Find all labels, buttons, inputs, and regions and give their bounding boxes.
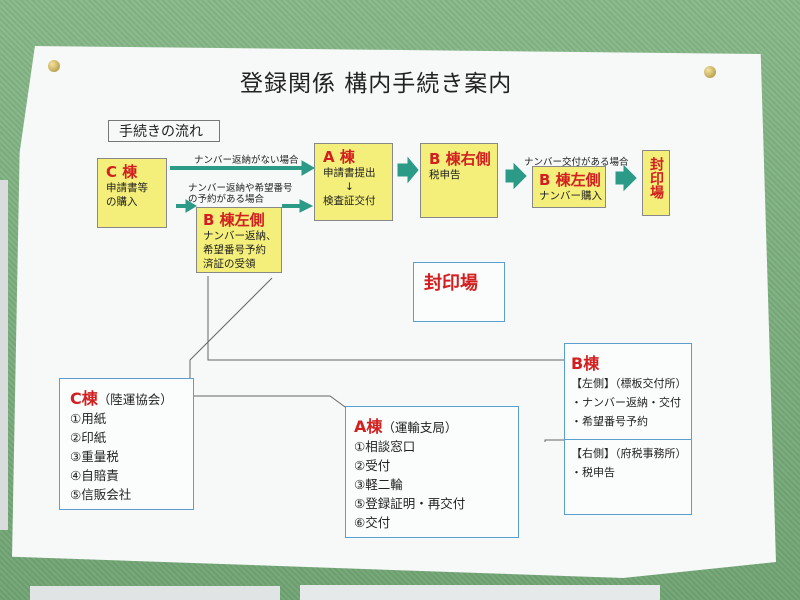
b-building-section-head: 【右側】（府税事務所） xyxy=(571,447,687,460)
arrow-label: ナンバー返納がない場合 xyxy=(194,155,299,166)
a-building-item: ⑤登録証明・再交付 xyxy=(354,496,466,511)
arrow-label-line: の予約がある場合 xyxy=(188,194,265,205)
connector-line xyxy=(189,277,273,390)
flow-section-label: 手続きの流れ xyxy=(108,120,220,142)
arrow-icon xyxy=(615,164,637,192)
thumbtack-icon xyxy=(704,66,716,78)
flow-box-line: ↓ xyxy=(345,181,354,193)
connector-line xyxy=(207,276,565,361)
a-building-item: ②受付 xyxy=(354,458,391,473)
b-building-title: B棟 xyxy=(571,354,600,373)
flow-box-b-right: B 棟右側 税申告 xyxy=(420,143,498,218)
flow-box-line: ナンバー返納、 xyxy=(203,230,277,242)
b-building-section-head: 【左側】（標板交付所） xyxy=(571,377,687,390)
seal-area-label: 封印場 xyxy=(424,273,478,294)
page-title: 登録関係 構内手続き案内 xyxy=(240,71,513,97)
arrow-icon xyxy=(301,160,315,176)
flow-box-title: C 棟 xyxy=(106,163,138,181)
flow-box-c: C 棟 申請書等 の購入 xyxy=(97,158,167,228)
c-building-subtitle: （陸運協会） xyxy=(97,392,173,407)
c-building-item: ⑤信販会社 xyxy=(70,487,132,502)
arrow-icon xyxy=(505,162,527,190)
arrow-label-line: ナンバー返納や希望番号 xyxy=(188,183,293,194)
flow-box-a: A 棟 申請書提出 ↓ 検査証交付 xyxy=(314,143,393,221)
a-building-subtitle: （運輸支局） xyxy=(382,420,458,435)
c-building-item: ④自賠責 xyxy=(70,468,119,483)
c-building-item: ①用紙 xyxy=(70,411,107,426)
arrow-label: ナンバー交付がある場合 xyxy=(524,157,629,168)
a-building-item: ⑥交付 xyxy=(354,515,391,530)
b-building-box: B棟 【左側】（標板交付所） ・ナンバー返納・交付 ・希望番号予約 【右側】（府… xyxy=(564,343,692,515)
flow-box-line: の購入 xyxy=(106,196,138,208)
a-building-item: ③軽二輪 xyxy=(354,477,403,492)
c-building-item: ③重量税 xyxy=(70,449,119,464)
flow-box-title: 封印場 xyxy=(648,157,664,199)
arrow-icon xyxy=(397,156,419,184)
arrow-icon xyxy=(299,199,314,213)
b-building-divider xyxy=(565,439,691,440)
flow-box-line: ナンバー購入 xyxy=(539,190,602,202)
thumbtack-icon xyxy=(48,60,60,72)
neighbor-sheet-left xyxy=(0,180,8,530)
c-building-item: ②印紙 xyxy=(70,430,107,445)
flow-box-title: A 棟 xyxy=(323,148,355,166)
connector-line xyxy=(544,439,570,442)
c-building-box: C棟（陸運協会） ①用紙 ②印紙 ③重量税 ④自賠責 ⑤信販会社 xyxy=(59,378,194,510)
arrow-icon xyxy=(185,199,197,213)
b-building-item: ・希望番号予約 xyxy=(571,415,648,428)
a-building-box: A棟（運輸支局） ①相談窓口 ②受付 ③軽二輪 ⑤登録証明・再交付 ⑥交付 xyxy=(345,406,519,538)
flow-box-b-left-2: B 棟左側 ナンバー購入 xyxy=(532,166,606,208)
flow-box-title: B 棟左側 xyxy=(539,171,601,189)
a-building-item: ①相談窓口 xyxy=(354,439,416,454)
flow-box-line: 済証の受領 xyxy=(203,258,256,270)
flow-box-title: B 棟左側 xyxy=(203,211,265,229)
seal-area-box: 封印場 xyxy=(413,262,505,322)
flow-box-line: 申請書等 xyxy=(106,182,148,194)
b-building-item: ・税申告 xyxy=(571,466,615,479)
flow-box-title: B 棟右側 xyxy=(429,150,491,168)
c-building-title: C棟 xyxy=(70,389,98,408)
flow-box-line: 申請書提出 xyxy=(323,167,376,179)
arrow-label: ナンバー返納や希望番号 の予約がある場合 xyxy=(188,183,293,205)
flow-box-seal: 封印場 xyxy=(642,150,670,216)
connector-line xyxy=(182,395,353,413)
flow-box-line: 希望番号予約 xyxy=(203,244,266,256)
b-building-item: ・ナンバー返納・交付 xyxy=(571,396,681,409)
a-building-title: A棟 xyxy=(354,417,383,436)
neighbor-sheet-bottom-left xyxy=(30,586,280,600)
flow-box-b-left: B 棟左側 ナンバー返納、 希望番号予約 済証の受領 xyxy=(196,207,282,273)
flow-box-line: 税申告 xyxy=(429,169,461,181)
neighbor-sheet-bottom xyxy=(300,585,660,600)
flow-box-line: 検査証交付 xyxy=(323,195,376,207)
